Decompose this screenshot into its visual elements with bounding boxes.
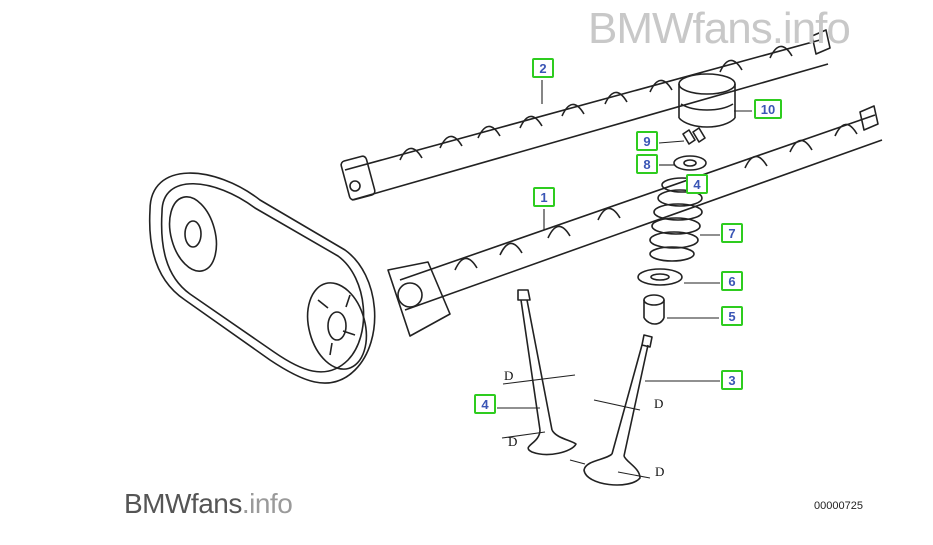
timing-belt-illustration xyxy=(148,172,376,384)
diagram-part-number: 00000725 xyxy=(814,500,863,512)
watermark-brand: BMWfans xyxy=(124,488,242,519)
dimension-label: D xyxy=(504,368,513,383)
dimension-label: D xyxy=(508,434,517,449)
watermark-suffix: .info xyxy=(241,488,293,519)
dimension-markers xyxy=(501,374,651,479)
callout-5[interactable]: 5 xyxy=(721,306,743,326)
callout-4[interactable]: 4 xyxy=(686,174,708,194)
dimension-label: D xyxy=(654,396,663,411)
callout-6[interactable]: 6 xyxy=(721,271,743,291)
callout-4[interactable]: 4 xyxy=(474,394,496,414)
watermark-bottom: BMWfans.info xyxy=(124,488,293,520)
callout-7[interactable]: 7 xyxy=(721,223,743,243)
callout-3[interactable]: 3 xyxy=(721,370,743,390)
callout-2[interactable]: 2 xyxy=(532,58,554,78)
upper-camshaft-illustration xyxy=(340,29,831,201)
callout-9[interactable]: 9 xyxy=(636,131,658,151)
valves-illustration xyxy=(517,289,653,486)
callout-1[interactable]: 1 xyxy=(533,187,555,207)
watermark-top: BMWfans.info xyxy=(588,4,851,53)
callout-10[interactable]: 10 xyxy=(754,99,782,119)
leader-lines xyxy=(497,80,752,409)
lower-camshaft-illustration xyxy=(387,105,883,337)
callout-8[interactable]: 8 xyxy=(636,154,658,174)
bucket-tappet-illustration xyxy=(678,73,736,128)
dimension-label: D xyxy=(655,464,664,479)
